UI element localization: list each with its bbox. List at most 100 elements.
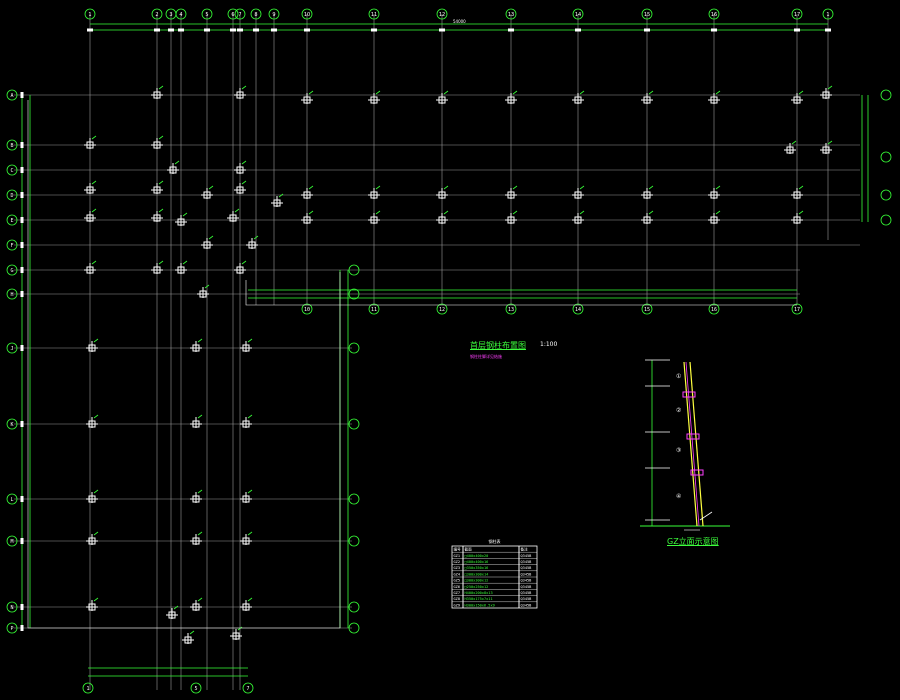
steel-column (227, 208, 240, 222)
axis-bubble-H (6, 288, 18, 300)
dim-tick (20, 142, 24, 148)
table-cell: GZ1 (454, 554, 461, 558)
building-outline (27, 100, 797, 629)
table-cell: Q345B (521, 560, 532, 564)
axis-bubble-5 (190, 682, 202, 694)
axis-label: 1 (86, 686, 89, 692)
steel-column (505, 185, 518, 199)
steel-column (791, 210, 804, 224)
table-cell: H300x150x6.5x9 (465, 603, 495, 607)
dim-tick (230, 28, 236, 32)
dim-tick (20, 345, 24, 351)
table-cell: □250x250x12 (465, 585, 489, 589)
column-elevation-sketch: ① ② ③ ④ (640, 359, 730, 531)
dim-tick (575, 28, 581, 32)
table-cell: 编号 (454, 547, 462, 552)
axis-bubble-16 (708, 303, 720, 315)
table-cell: Q345B (521, 603, 532, 607)
table-cell: GZ3 (454, 566, 461, 570)
axis-bubble-M (348, 535, 360, 547)
dim-tick (304, 28, 310, 32)
table-cell: H400x200x8x13 (465, 591, 493, 595)
axis-bubble-B (6, 139, 18, 151)
steel-column (301, 90, 314, 104)
steel-column (820, 85, 833, 99)
steel-column (84, 180, 97, 194)
axis-label: 10 (304, 307, 310, 313)
steel-column (234, 180, 247, 194)
steel-column (197, 284, 210, 298)
plan-note: 钢柱柱脚详见结施 (470, 354, 502, 359)
axis-bubble-1 (84, 8, 96, 20)
steel-column (240, 531, 253, 545)
dim-tick (154, 28, 160, 32)
steel-column (505, 210, 518, 224)
dim-tick (711, 28, 717, 32)
dim-tick (439, 28, 445, 32)
table-cell: H350x175x7x11 (465, 597, 493, 601)
steel-column (166, 605, 179, 619)
svg-text:②: ② (676, 407, 681, 414)
table-cell: GZ8 (454, 597, 461, 601)
steel-column (641, 90, 654, 104)
plan-scale: 1:100 (540, 341, 558, 348)
table-cell: Q345B (521, 591, 532, 595)
axis-bubble-P (348, 622, 360, 634)
dim-tick (794, 28, 800, 32)
table-cell: GZ5 (454, 579, 461, 583)
axis-bubble-K (348, 418, 360, 430)
axis-label: 11 (371, 307, 377, 313)
steel-column (784, 140, 797, 154)
dim-tick (20, 267, 24, 273)
axis-label: 13 (508, 307, 514, 313)
table-cell: GZ2 (454, 560, 461, 564)
axis-bubble-13 (505, 303, 517, 315)
axis-bubble-10 (301, 8, 313, 20)
dim-tick (20, 217, 24, 223)
axis-label: F (10, 243, 13, 249)
steel-column (820, 140, 833, 154)
axis-label: 14 (575, 307, 581, 313)
steel-column (240, 414, 253, 428)
steel-column (190, 338, 203, 352)
steel-column (234, 85, 247, 99)
axis-bubble-K (6, 418, 18, 430)
plan-title: 首层钢柱布置图 (470, 341, 526, 350)
steel-column (151, 208, 164, 222)
steel-column (234, 260, 247, 274)
axis-bubble-10 (301, 303, 313, 315)
axis-bubble-G (348, 264, 360, 276)
axis-label: 3 (169, 12, 172, 18)
table-cell: Q345B (521, 572, 532, 576)
axis-bubble-1 (822, 8, 834, 20)
axis-label: 16 (711, 12, 717, 18)
dim-tick (253, 28, 259, 32)
axis-bubble-N (6, 601, 18, 613)
steel-column (791, 185, 804, 199)
axis-label: J (10, 346, 13, 352)
axis-bubble-6 (227, 8, 239, 20)
steel-column (240, 489, 253, 503)
steel-column (271, 193, 284, 207)
axis-label: 7 (238, 12, 241, 18)
steel-column (301, 185, 314, 199)
table-cell: □400x400x16 (465, 560, 489, 564)
axis-bubble-2 (151, 8, 163, 20)
axis-label: 9 (272, 12, 275, 18)
axis-label: C (10, 168, 13, 174)
svg-text:①: ① (676, 373, 681, 380)
steel-column (86, 597, 99, 611)
steel-column (86, 414, 99, 428)
table-cell: Q345B (521, 579, 532, 583)
table-cell: □300x300x12 (465, 579, 489, 583)
steel-column (436, 210, 449, 224)
steel-column (368, 210, 381, 224)
steel-column (84, 208, 97, 222)
dimension-ticks (20, 28, 831, 631)
axis-bubble-N (348, 601, 360, 613)
axis-label: 15 (644, 307, 650, 313)
steel-column (151, 260, 164, 274)
table-cell: GZ7 (454, 591, 461, 595)
